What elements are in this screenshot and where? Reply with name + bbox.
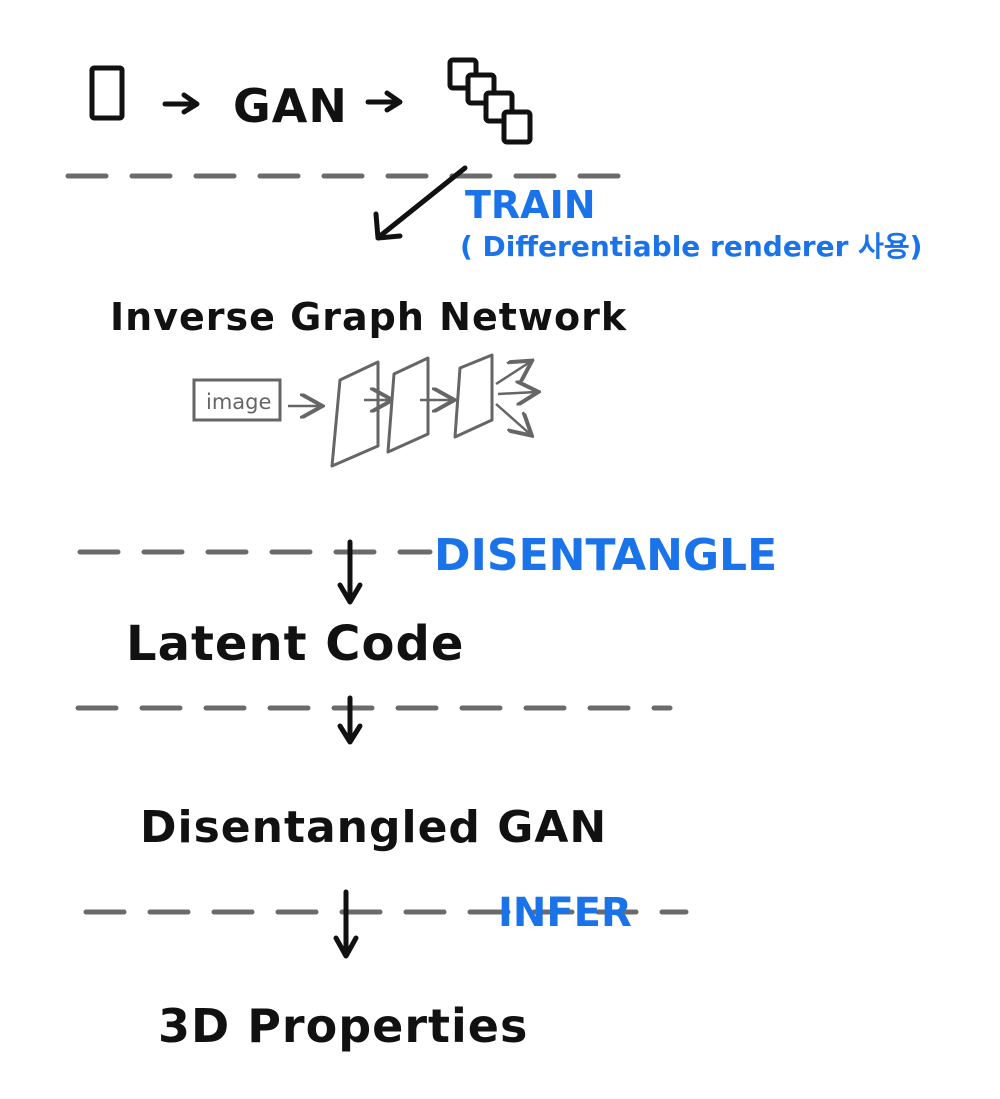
network-layer <box>330 360 380 468</box>
train-note: ( Differentiable renderer 사용) <box>460 230 922 263</box>
output-arrow-icon <box>495 403 530 434</box>
train-label: TRAIN <box>465 183 596 227</box>
generated-images-stack-icon <box>447 57 533 145</box>
image-input-label: image <box>206 390 271 414</box>
arrow-right-icon <box>162 92 200 115</box>
disentangle-label: DISENTANGLE <box>434 530 777 581</box>
train-arrow-icon <box>373 165 468 241</box>
network-layer <box>386 356 430 454</box>
network-layer <box>453 353 494 439</box>
output-arrow-icon <box>497 392 536 394</box>
3d-properties-title: 3D Properties <box>158 999 528 1053</box>
arrow-right-icon <box>365 90 403 113</box>
output-arrow-icon <box>495 362 530 386</box>
arrow-down-icon <box>333 889 359 959</box>
inverse-graph-network-title: Inverse Graph Network <box>110 295 627 339</box>
image-input-box <box>192 378 282 422</box>
arrow-down-icon <box>337 695 363 745</box>
top-row: GAN <box>89 57 533 145</box>
disentangled-gan-title: Disentangled GAN <box>140 802 607 853</box>
gan-label: GAN <box>233 79 348 133</box>
latent-code-title: Latent Code <box>126 616 464 672</box>
input-image-icon <box>89 65 125 121</box>
infer-label: INFER <box>498 890 632 936</box>
arrow-down-icon <box>337 539 363 605</box>
network-sketch: image <box>192 353 536 468</box>
